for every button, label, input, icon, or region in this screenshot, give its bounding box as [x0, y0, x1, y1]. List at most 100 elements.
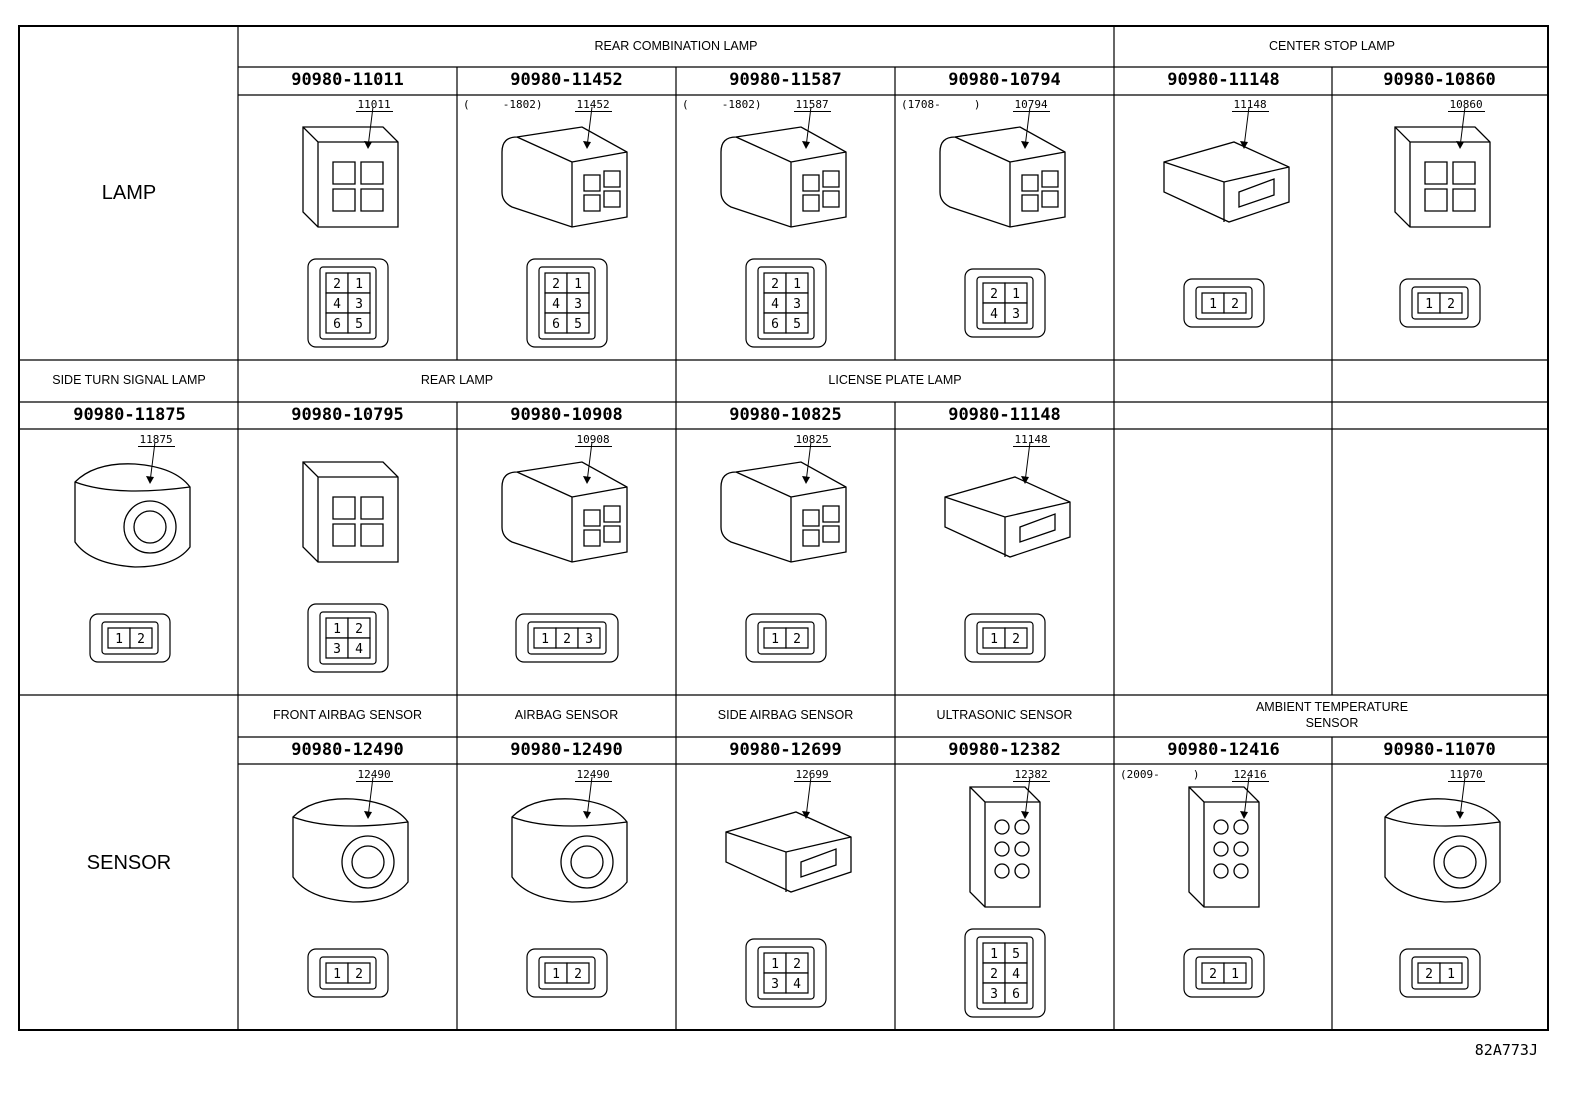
- date-range-note: ( -1802): [463, 98, 543, 111]
- connector-body: [1395, 127, 1490, 227]
- part-tag: 11148: [1231, 98, 1269, 112]
- leader-line: [1025, 777, 1030, 817]
- leader-line: [587, 442, 592, 482]
- pin-cell: [786, 313, 808, 333]
- connector-drawing: [273, 442, 423, 582]
- pin-number: 4: [355, 642, 363, 657]
- connector-drawing: [1149, 777, 1299, 917]
- connector-body: [293, 799, 408, 902]
- leader-line: [150, 442, 155, 482]
- pin-number: 3: [585, 632, 593, 647]
- connector-body: [502, 462, 627, 562]
- pin-number: 1: [574, 277, 582, 292]
- connector-drawing: [1365, 777, 1515, 917]
- connector-drawing: [273, 107, 423, 247]
- pin-cell: [786, 628, 808, 648]
- leader-line: [1025, 107, 1030, 147]
- connector-body: [721, 462, 846, 562]
- pin-number: 5: [793, 317, 801, 332]
- group-ambient-temperature-sensor: AMBIENT TEMPERATURE SENSOR: [1255, 700, 1409, 730]
- leader-line: [1460, 107, 1465, 147]
- pin-cell: [578, 628, 600, 648]
- connector-drawing: [930, 107, 1080, 247]
- pin-number: 1: [771, 632, 779, 647]
- connector-body: [726, 812, 851, 892]
- leader-arrow: [801, 141, 810, 149]
- connector-body: [945, 477, 1070, 557]
- pin-cell: [348, 313, 370, 333]
- leader-arrow: [801, 811, 810, 819]
- pin-number: 2: [1231, 297, 1239, 312]
- part-tag: 11875: [137, 433, 175, 447]
- pin-number: 6: [771, 317, 779, 332]
- leader-arrow: [1020, 476, 1029, 484]
- pin-number: 1: [771, 957, 779, 972]
- connector-body: [303, 127, 398, 227]
- group-side-airbag-sensor: SIDE AIRBAG SENSOR: [717, 708, 854, 723]
- part-tag: 12699: [793, 768, 831, 782]
- connector-body: [1189, 787, 1259, 907]
- grid-lines: [20, 27, 1547, 1029]
- part-number: 90980-12416: [1167, 740, 1280, 761]
- part-tag: 10825: [793, 433, 831, 447]
- pin-number: 6: [552, 317, 560, 332]
- pin-cell: [348, 963, 370, 983]
- pin-number: 5: [1012, 947, 1020, 962]
- leader-arrow: [582, 811, 591, 819]
- pin-cell: [1224, 963, 1246, 983]
- connector-drawing: [55, 442, 205, 582]
- pin-number: 1: [333, 622, 341, 637]
- pin-cell: [1005, 628, 1027, 648]
- category-lamp: LAMP: [101, 182, 157, 204]
- leader-arrow: [1239, 811, 1248, 819]
- connector-drawing: [492, 107, 642, 247]
- connector-drawing: [492, 777, 642, 917]
- part-number: 90980-11452: [510, 70, 623, 91]
- pin-number: 2: [793, 632, 801, 647]
- connector-body: [1385, 799, 1500, 902]
- part-tag: 10860: [1447, 98, 1485, 112]
- leader-line: [1025, 442, 1030, 482]
- pin-number: 4: [793, 977, 801, 992]
- category-sensor: SENSOR: [86, 851, 172, 874]
- pin-number: 3: [990, 987, 998, 1002]
- part-number: 90980-11148: [1167, 70, 1280, 91]
- leader-line: [806, 442, 811, 482]
- part-tag: 12416: [1231, 768, 1269, 782]
- pin-number: 4: [1012, 967, 1020, 982]
- pin-number: 3: [1012, 307, 1020, 322]
- pin-number: 2: [1447, 297, 1455, 312]
- pin-cell: [567, 313, 589, 333]
- date-range-note: (1708- ): [901, 98, 981, 111]
- part-number: 90980-11587: [729, 70, 842, 91]
- part-number: 90980-12382: [948, 740, 1061, 761]
- part-tag: 12490: [574, 768, 612, 782]
- pin-number: 2: [793, 957, 801, 972]
- pin-number: 2: [355, 967, 363, 982]
- pin-number: 2: [1425, 967, 1433, 982]
- part-tag: 11452: [574, 98, 612, 112]
- leader-arrow: [1455, 811, 1464, 819]
- pin-number: 4: [990, 307, 998, 322]
- pin-number: 1: [1425, 297, 1433, 312]
- pin-number: 3: [333, 642, 341, 657]
- pin-number: 1: [552, 967, 560, 982]
- pin-number: 1: [793, 277, 801, 292]
- leader-line: [1460, 777, 1465, 817]
- connector-body: [940, 127, 1065, 227]
- pin-number: 1: [333, 967, 341, 982]
- connector-body: [303, 462, 398, 562]
- part-tag: 10908: [574, 433, 612, 447]
